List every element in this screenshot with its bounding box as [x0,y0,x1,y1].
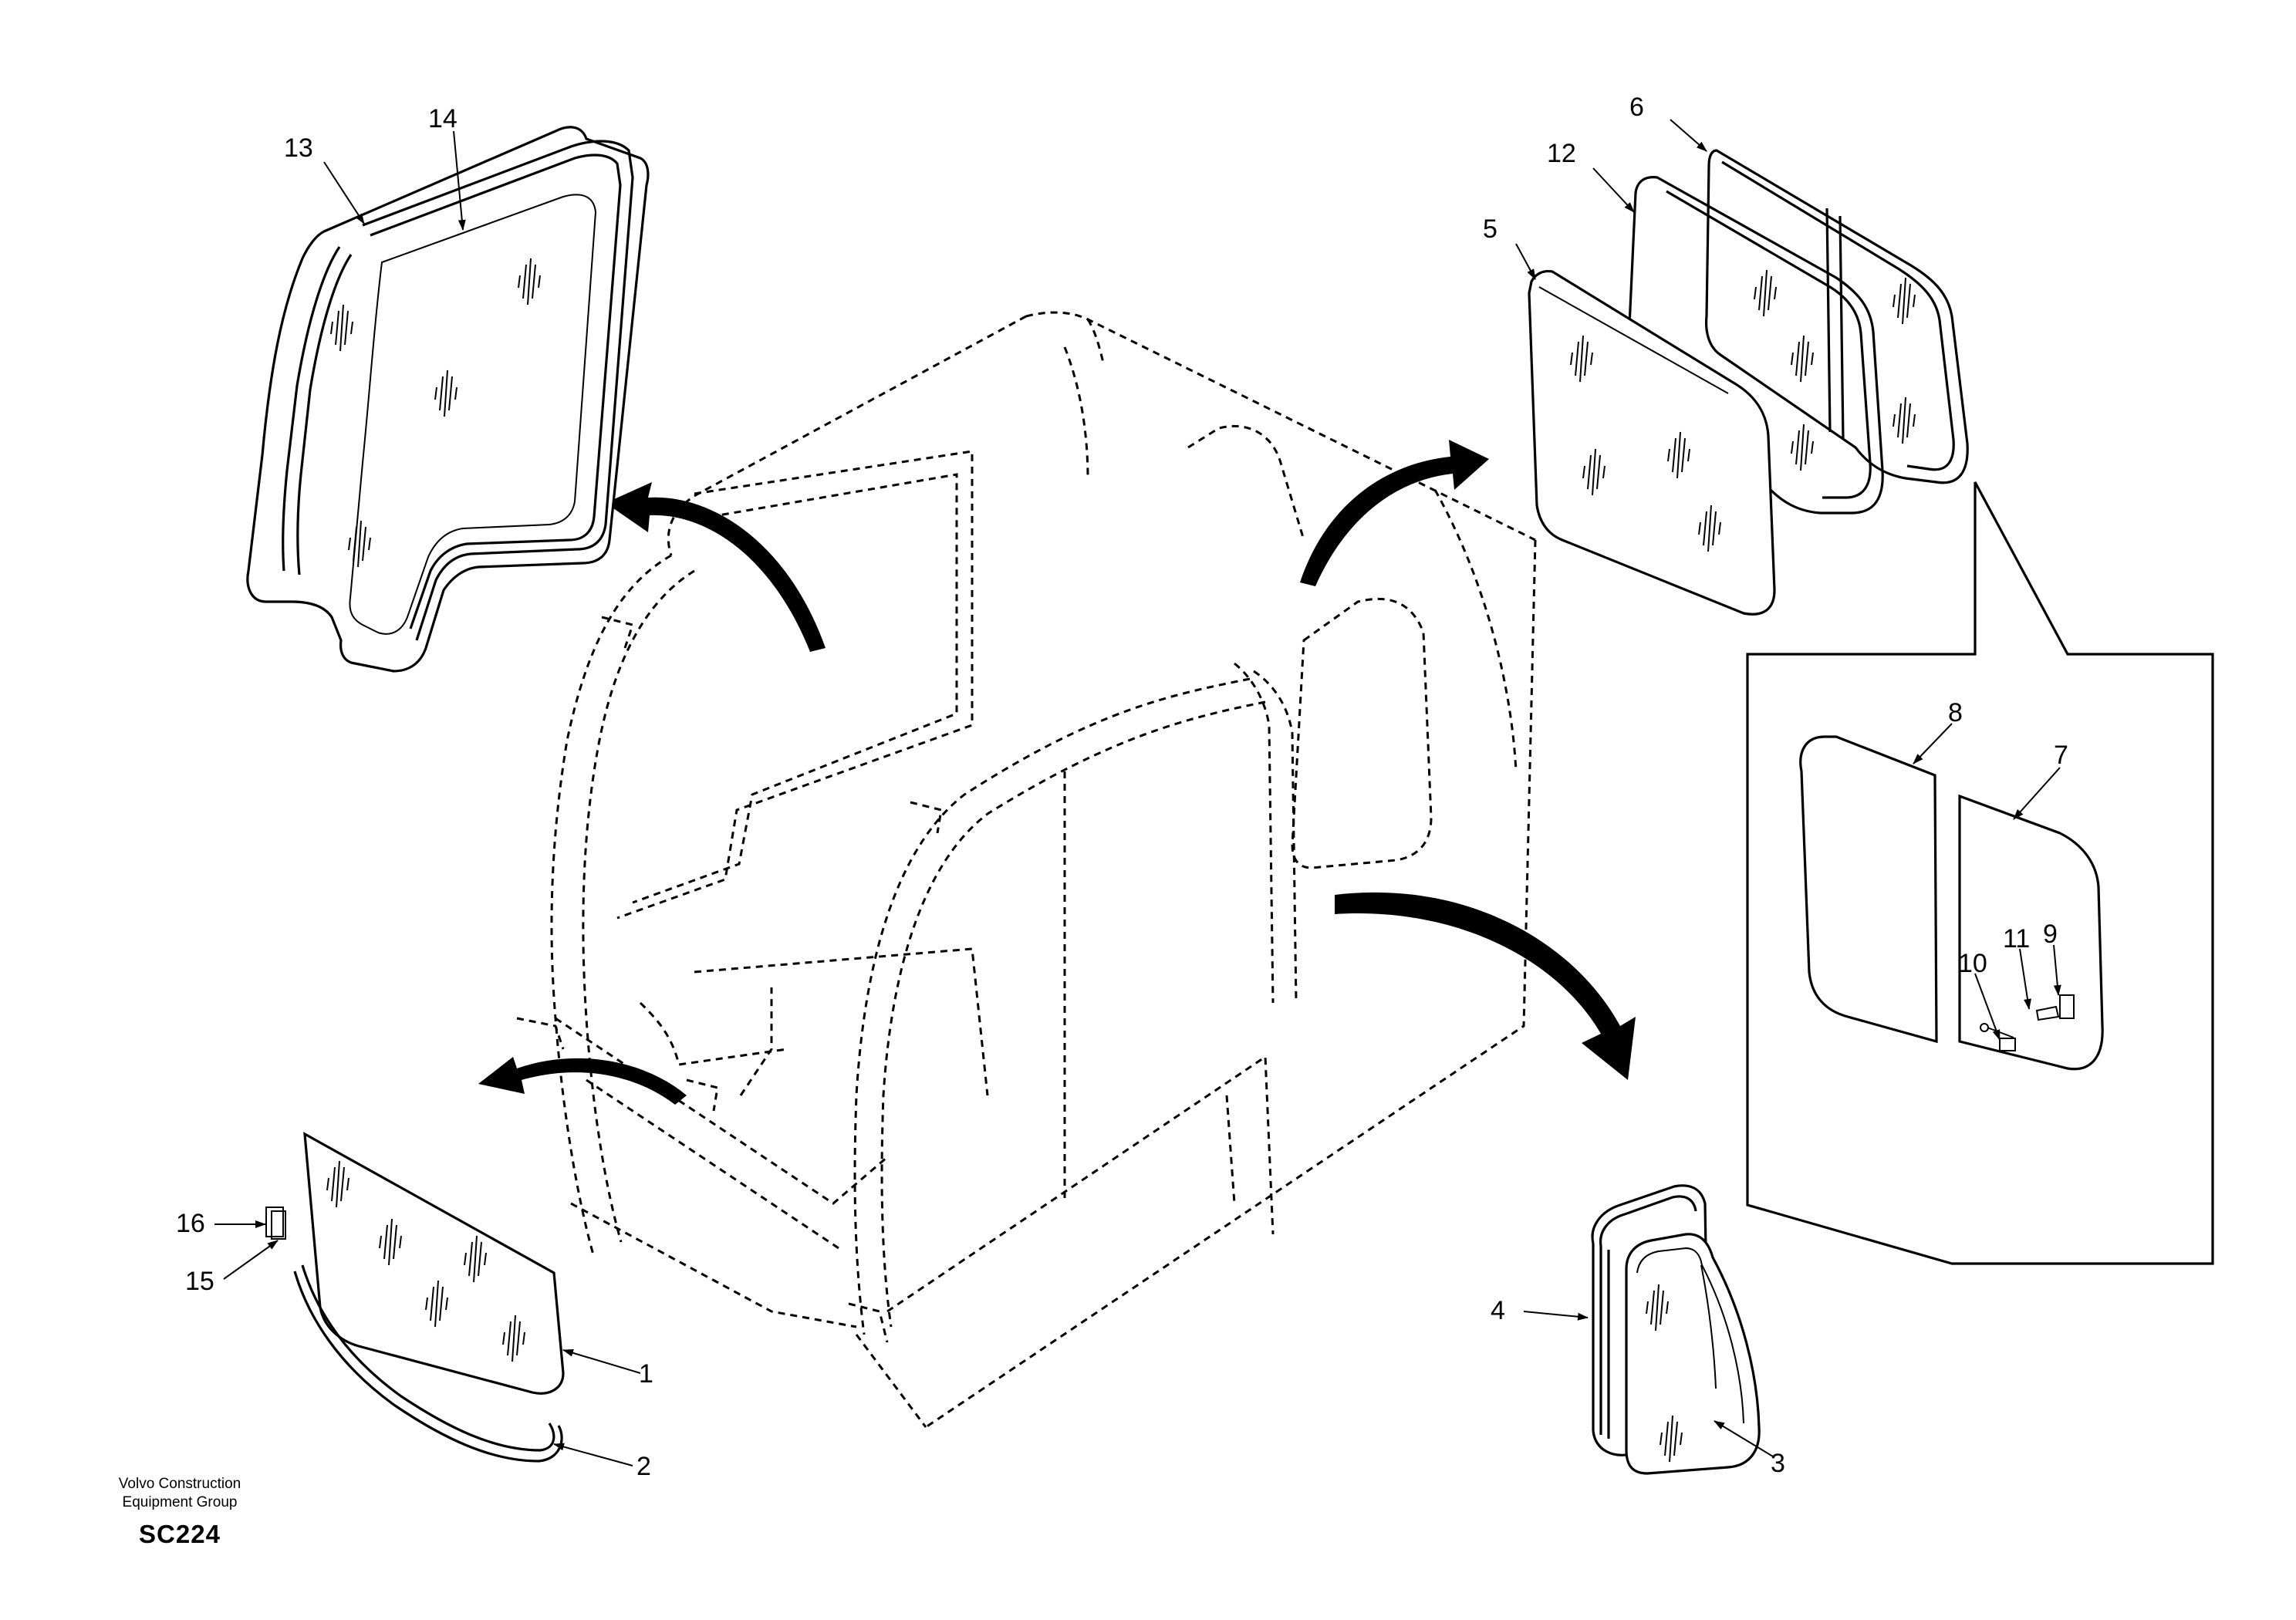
lower-front-glass-assembly [265,1132,565,1463]
callout-13: 13 [284,133,313,163]
callout-5: 5 [1483,214,1497,244]
company-name-line-1: Volvo Construction [118,1476,241,1492]
callout-4: 4 [1491,1296,1505,1325]
callout-16: 16 [176,1209,205,1238]
company-name-line-2: Equipment Group [122,1494,238,1510]
callout-11: 11 [2003,924,2030,953]
callout-15: 15 [185,1267,214,1296]
callout-8: 8 [1948,698,1963,727]
callout-1: 1 [639,1359,653,1389]
callout-3: 3 [1771,1449,1785,1478]
callout-7: 7 [2054,741,2068,770]
callout-14: 14 [428,104,458,133]
arrow-door-glass [606,482,826,652]
detail-box [1746,481,2214,1265]
drawing-footer: Volvo Construction Equipment Group SC224 [91,1475,268,1549]
arrow-rear-glass [1300,440,1489,586]
callout-10: 10 [1958,949,1987,978]
rear-glass-assembly [1528,149,1969,616]
callout-12: 12 [1547,139,1576,168]
leader-lines [214,119,2061,1466]
arrow-side-glass [1335,892,1636,1080]
arrow-lower-front-glass [478,1057,687,1105]
callout-6: 6 [1629,93,1644,122]
callout-2: 2 [636,1452,651,1481]
drawing-code: SC224 [139,1520,221,1548]
callout-9: 9 [2043,920,2058,949]
side-glass-assembly [1591,1184,1761,1475]
door-glass-assembly [246,126,650,673]
